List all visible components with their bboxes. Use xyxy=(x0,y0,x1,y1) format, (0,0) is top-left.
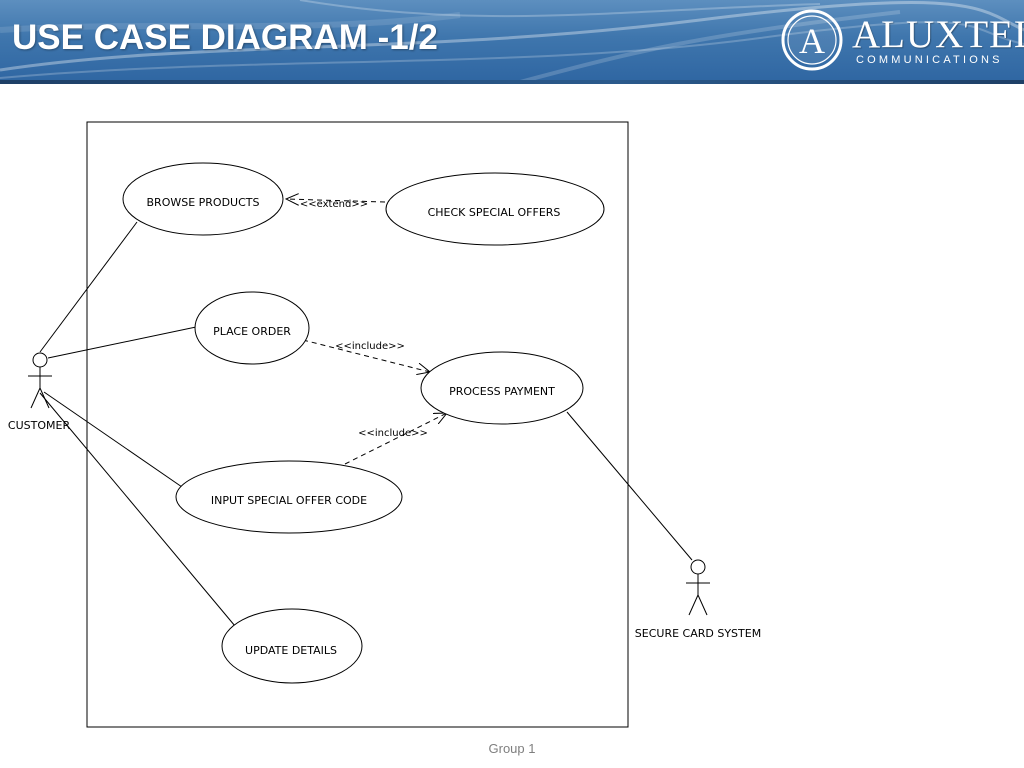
assoc-customer-browse xyxy=(39,221,138,353)
assoc-customer-place-order xyxy=(47,326,197,359)
use-case-label: BROWSE PRODUCTS xyxy=(147,196,260,209)
assoc-customer-update-details xyxy=(39,392,236,627)
include-label-offer-code: <<include>> xyxy=(358,428,428,439)
use-case-label: INPUT SPECIAL OFFER CODE xyxy=(211,494,367,507)
header-banner: USE CASE DIAGRAM -1/2 A ALUXTEL COMMUNIC… xyxy=(0,0,1024,82)
stick-figure-icon xyxy=(686,559,710,616)
use-case-label: PLACE ORDER xyxy=(213,325,291,338)
slide-footer: Group 1 xyxy=(488,741,536,756)
use-case-update-details: UPDATE DETAILS xyxy=(221,608,363,684)
use-case-label: PROCESS PAYMENT xyxy=(449,385,555,398)
stick-figure-icon xyxy=(28,352,52,409)
include-label-place-order: <<include>> xyxy=(335,341,405,352)
use-case-process-payment: PROCESS PAYMENT xyxy=(420,351,584,425)
header-light-streaks xyxy=(0,0,1024,82)
use-case-input-special-offer-code: INPUT SPECIAL OFFER CODE xyxy=(175,460,403,534)
header-underline xyxy=(0,80,1024,84)
actor-label: CUSTOMER xyxy=(8,419,71,432)
extend-label: <<extend>> xyxy=(300,199,368,210)
use-case-place-order: PLACE ORDER xyxy=(194,291,310,365)
include-arrow-offer-code xyxy=(344,413,447,465)
include-arrow-place-order xyxy=(302,339,430,372)
slide-title: USE CASE DIAGRAM -1/2 xyxy=(12,18,438,57)
system-boundary xyxy=(86,121,629,728)
actor-label: SECURE CARD SYSTEM xyxy=(635,627,761,640)
use-case-browse-products: BROWSE PRODUCTS xyxy=(122,162,284,236)
actor-secure-card-system: SECURE CARD SYSTEM xyxy=(635,559,761,640)
assoc-customer-offer-code xyxy=(43,391,183,488)
actor-customer: CUSTOMER xyxy=(8,352,71,432)
logo-letter: A xyxy=(799,21,825,61)
company-logo: A ALUXTEL COMMUNICATIONS xyxy=(780,8,1024,74)
use-case-label: CHECK SPECIAL OFFERS xyxy=(428,206,561,219)
assoc-payment-card-system xyxy=(566,411,693,561)
use-case-label: UPDATE DETAILS xyxy=(245,644,337,657)
logo-emblem: A xyxy=(781,9,843,71)
dependencies: <<extend>> <<include>> <<include>> xyxy=(286,199,447,465)
associations xyxy=(39,221,693,627)
logo-name: ALUXTEL xyxy=(852,13,1024,56)
logo-subtitle: COMMUNICATIONS xyxy=(856,54,1003,66)
extend-arrow xyxy=(286,199,386,202)
use-case-check-special-offers: CHECK SPECIAL OFFERS xyxy=(385,172,605,246)
